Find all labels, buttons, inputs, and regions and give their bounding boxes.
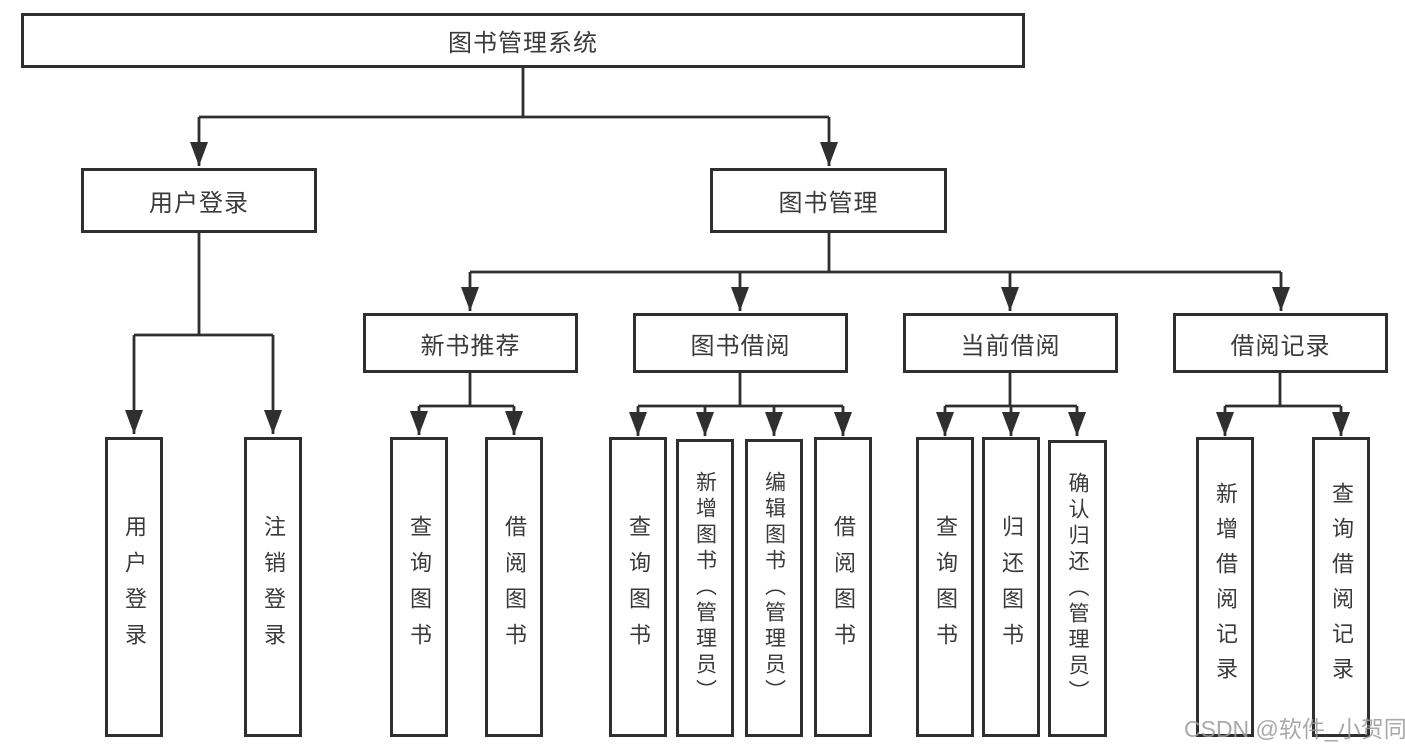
- node-borrowing-records: 借阅记录: [1173, 313, 1388, 373]
- node-label: 用户登录: [149, 190, 249, 217]
- node-new-book-recommendation: 新书推荐: [363, 313, 578, 373]
- leaf-logout: 注销登录: [244, 437, 302, 737]
- leaf-label: 归还图书: [999, 515, 1024, 659]
- node-label: 图书管理: [778, 190, 879, 217]
- leaf-label: 新增借阅记录: [1213, 482, 1238, 692]
- node-label: 图书管理系统: [448, 30, 598, 57]
- leaf-label: 借阅图书: [831, 515, 856, 659]
- leaf-label: 查询图书: [626, 515, 651, 659]
- leaf-label: 借阅图书: [502, 515, 527, 659]
- leaf-query-borrow-record: 查询借阅记录: [1312, 437, 1370, 737]
- leaf-borrow-books-recommend: 借阅图书: [485, 437, 543, 737]
- watermark: CSDN @软件_小贺同学: [1184, 716, 1405, 742]
- node-label: 图书借阅: [690, 332, 791, 360]
- node-label: 借阅记录: [1230, 332, 1331, 360]
- leaf-label: 编辑图书（管理员）: [762, 471, 786, 705]
- leaf-label: 用户登录: [122, 515, 147, 659]
- leaf-return-books: 归还图书: [982, 437, 1040, 737]
- node-book-management: 图书管理: [710, 168, 947, 233]
- node-book-borrowing: 图书借阅: [633, 313, 848, 373]
- leaf-user-login: 用户登录: [105, 437, 163, 737]
- leaf-label: 查询借阅记录: [1329, 482, 1354, 692]
- leaf-confirm-return-admin: 确认归还（管理员）: [1048, 440, 1107, 737]
- node-user-login: 用户登录: [81, 168, 317, 233]
- node-library-management-system: 图书管理系统: [21, 13, 1025, 68]
- leaf-query-books-current: 查询图书: [916, 437, 974, 737]
- leaf-label: 注销登录: [261, 515, 286, 659]
- node-label: 新书推荐: [420, 332, 521, 360]
- leaf-query-books-borrow: 查询图书: [609, 437, 667, 737]
- leaf-add-borrow-record: 新增借阅记录: [1196, 437, 1254, 737]
- leaf-add-books-admin: 新增图书（管理员）: [676, 439, 734, 737]
- leaf-label: 查询图书: [933, 515, 958, 659]
- leaf-label: 新增图书（管理员）: [693, 471, 717, 705]
- node-label: 当前借阅: [960, 332, 1061, 360]
- leaf-edit-books-admin: 编辑图书（管理员）: [745, 439, 803, 737]
- connector-group: [125, 68, 1350, 436]
- leaf-borrow-books: 借阅图书: [814, 437, 872, 737]
- node-current-borrowing: 当前借阅: [903, 313, 1118, 373]
- leaf-label: 查询图书: [407, 515, 432, 659]
- leaf-label: 确认归还（管理员）: [1066, 471, 1089, 706]
- leaf-query-books-recommend: 查询图书: [390, 437, 448, 737]
